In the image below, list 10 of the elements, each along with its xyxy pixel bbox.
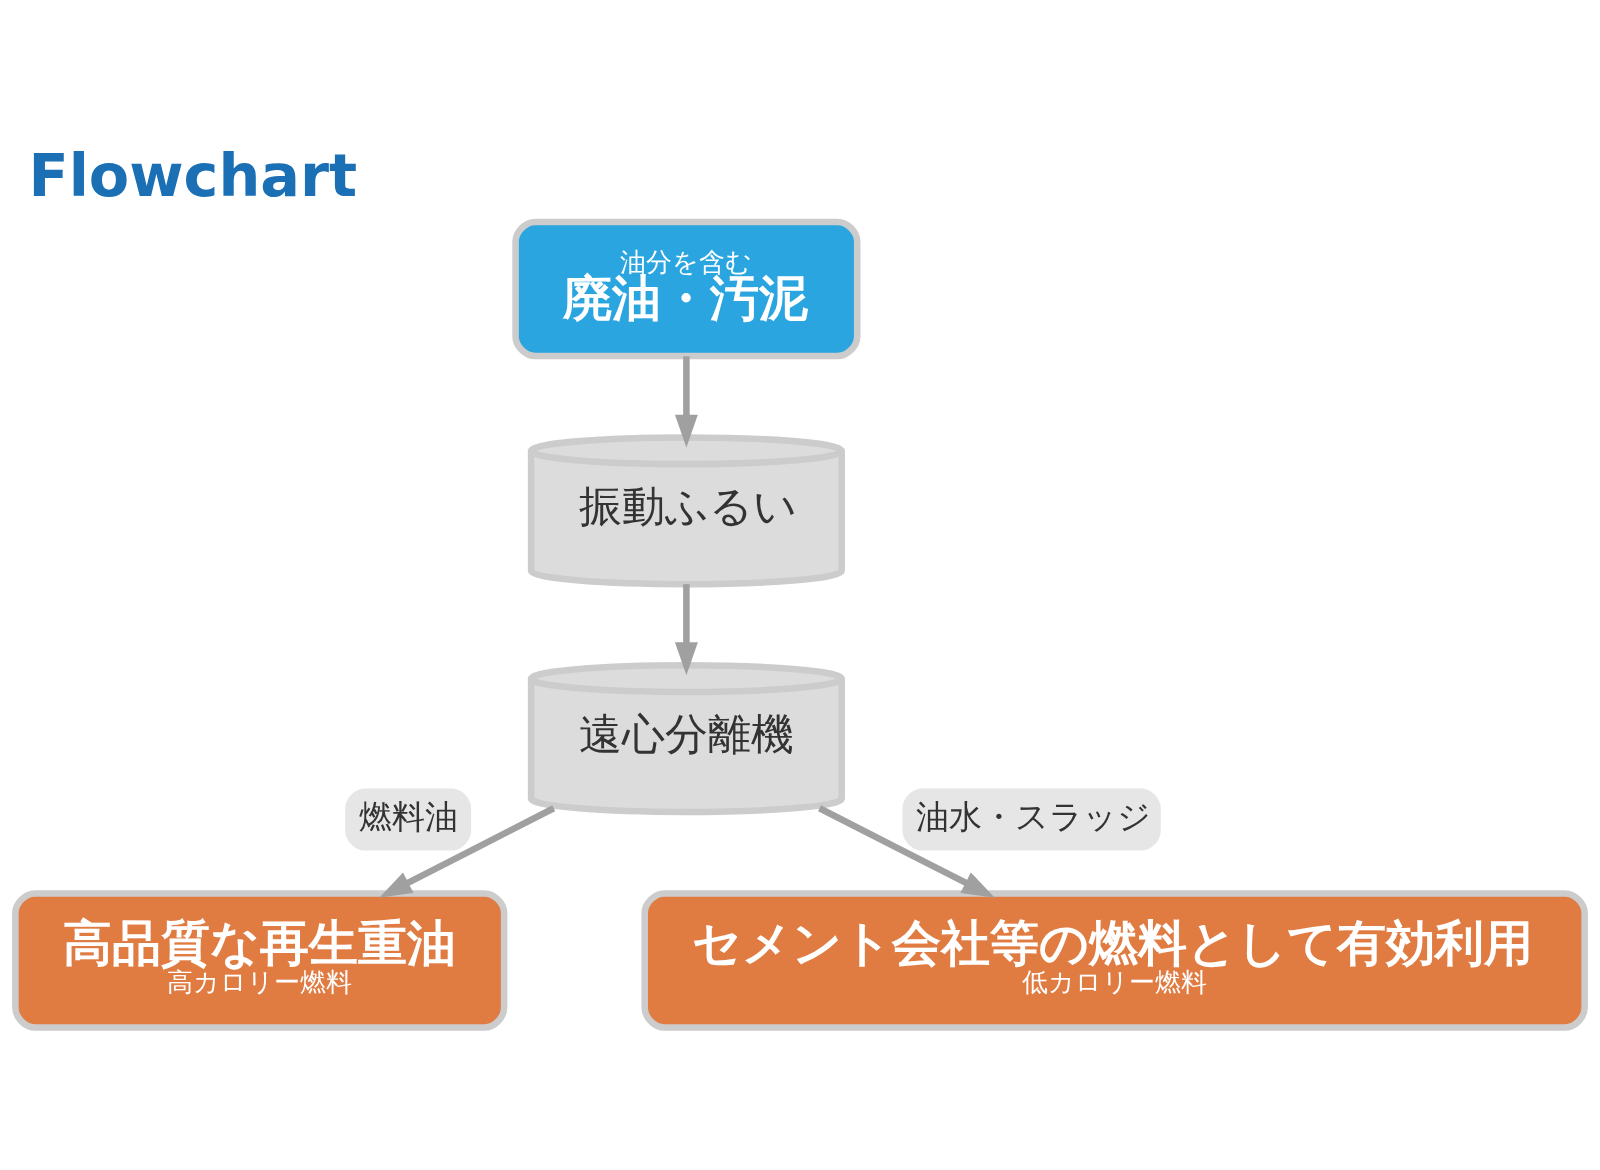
diagram-title: Flowchart bbox=[28, 140, 358, 210]
node-box: 油分を含む 廃油・汚泥 bbox=[512, 218, 861, 359]
node-box: セメント会社等の燃料として有効利用 低カロリー燃料 bbox=[641, 889, 1588, 1031]
edge-label: 燃料油 bbox=[359, 797, 459, 836]
arrow bbox=[674, 355, 698, 447]
edge-label: 油水・スラッジ bbox=[915, 797, 1151, 836]
arrow bbox=[674, 583, 698, 675]
arrow bbox=[379, 804, 556, 898]
arrow bbox=[818, 804, 995, 898]
node-box: 高品質な再生重油 高カロリー燃料 bbox=[12, 889, 508, 1031]
